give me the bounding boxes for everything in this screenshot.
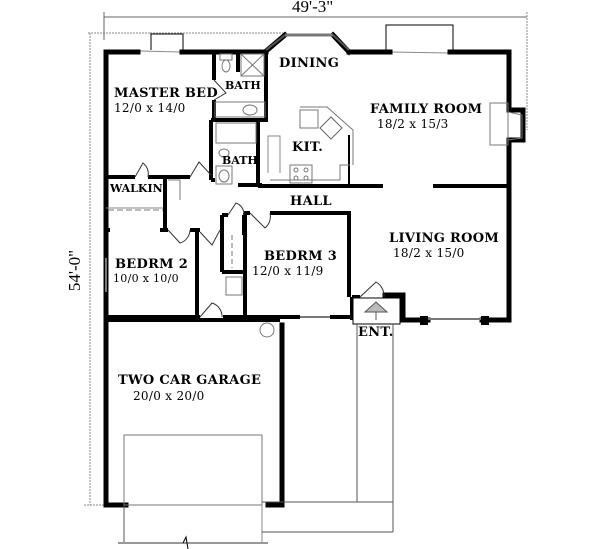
room-dims: 12/0 x 14/0 [114, 101, 186, 115]
room-name: BEDRM 3 [264, 249, 338, 264]
room-hall-bath: BATH [222, 154, 258, 167]
room-dining: DINING [279, 56, 340, 71]
room-hall: HALL [290, 194, 332, 209]
family-window-bay [385, 24, 454, 54]
dining-bay-glass [265, 33, 350, 51]
room-name: BEDRM 2 [115, 257, 189, 272]
room-family: FAMILY ROOM 18/2 x 15/3 [370, 103, 482, 130]
room-garage: TWO CAR GARAGE 20/0 x 20/0 [118, 374, 261, 402]
room-name: MASTER BED [114, 86, 218, 101]
windows [105, 258, 482, 320]
dimension-lines [84, 12, 528, 506]
room-walkin: WALKIN [110, 182, 163, 195]
room-dims: 20/0 x 20/0 [133, 389, 205, 403]
room-name: TWO CAR GARAGE [118, 373, 262, 388]
window-jamb [420, 316, 428, 325]
garage-door-and-driveway [118, 324, 394, 549]
overall-depth-label: 54'-0" [65, 249, 85, 292]
room-kitchen: KIT. [292, 140, 324, 155]
entry-stoop [352, 297, 401, 325]
master-window-bay [139, 33, 184, 53]
door-swings [134, 79, 385, 318]
room-dims: 18/2 x 15/0 [393, 246, 465, 260]
room-dims: 10/0 x 10/0 [113, 272, 179, 285]
room-name: LIVING ROOM [389, 231, 500, 246]
overall-width-label: 49'-3" [292, 0, 334, 16]
fixtures [108, 53, 523, 338]
room-dims: 12/0 x 11/9 [252, 264, 324, 278]
room-dims: 18/2 x 15/3 [377, 117, 449, 131]
room-living: LIVING ROOM 18/2 x 15/0 [389, 232, 499, 259]
room-bedroom-2: BEDRM 2 10/0 x 10/0 [113, 257, 189, 285]
window-jamb [481, 316, 489, 325]
interior-walls [106, 52, 509, 322]
room-master-bed: MASTER BED 12/0 x 14/0 [114, 87, 218, 114]
room-name: FAMILY ROOM [370, 102, 483, 117]
room-bedroom-3: BEDRM 3 12/0 x 11/9 [252, 250, 337, 278]
room-master-bath: BATH [225, 79, 261, 92]
room-entry: ENT. [358, 325, 394, 340]
